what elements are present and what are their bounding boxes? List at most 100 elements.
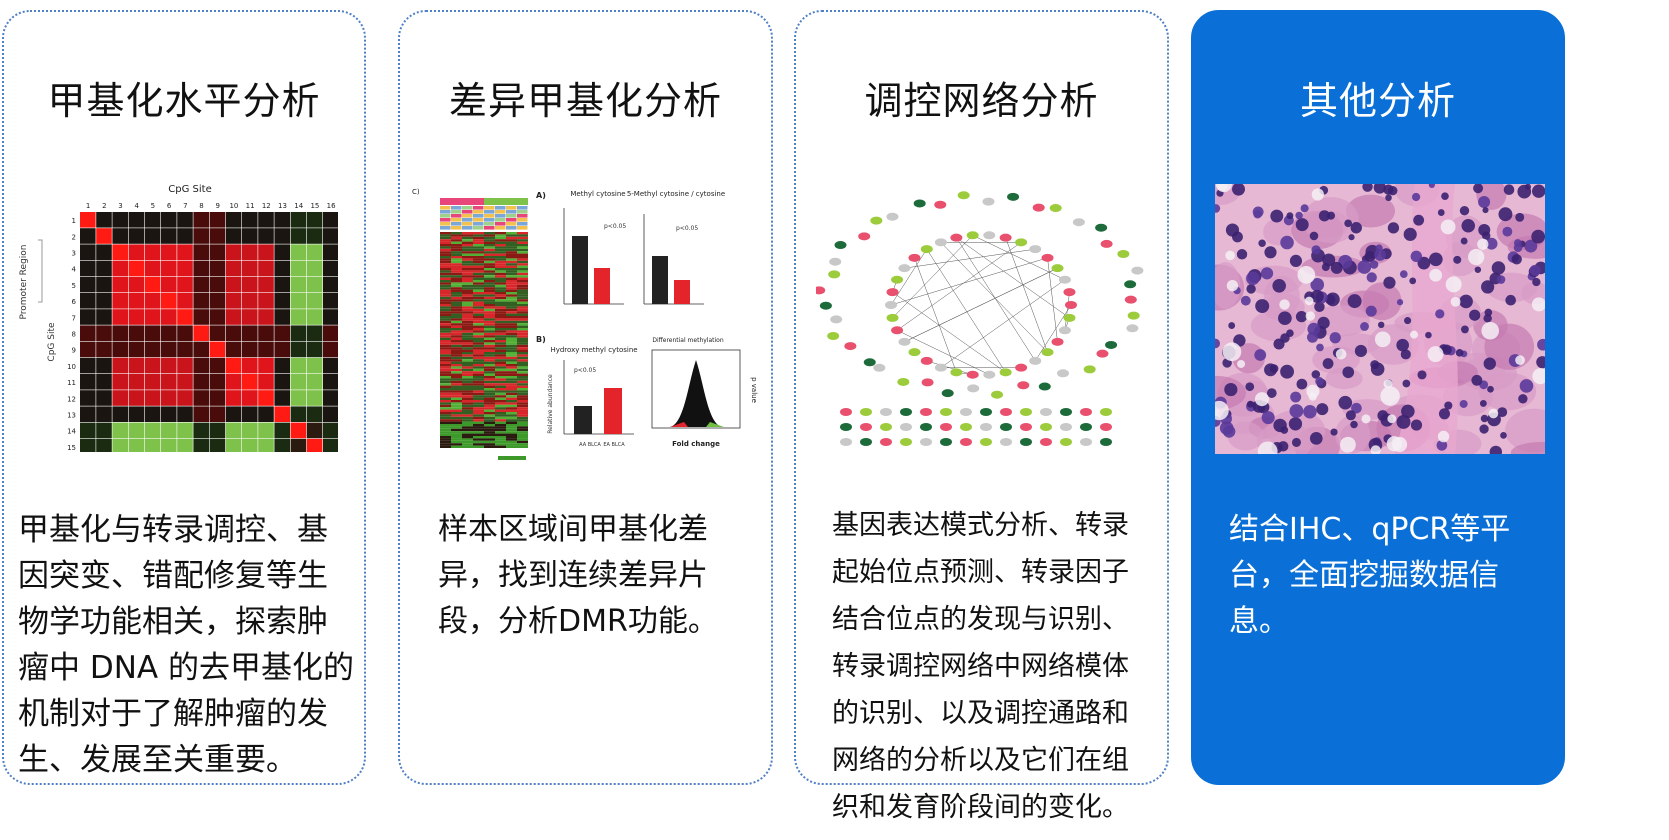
heatmap-cell xyxy=(177,422,193,439)
dm-heat-cell xyxy=(484,335,495,338)
card-description: 样本区域间甲基化差异，找到连续差异片段，分析DMR功能。 xyxy=(438,512,718,639)
dm-heat-cell xyxy=(484,419,495,422)
network-node xyxy=(960,423,972,431)
nucleus xyxy=(1280,333,1290,343)
dm-heat-cell xyxy=(451,352,462,355)
dm-heat-cell xyxy=(495,241,506,244)
heatmap-cell xyxy=(258,357,274,374)
dm-heat-cell xyxy=(473,378,484,381)
dm-heat-cell xyxy=(451,385,462,388)
dm-heat-cell xyxy=(440,409,451,412)
dm-heat-cell xyxy=(462,440,473,444)
dm-heat-cell xyxy=(462,292,473,295)
heatmap-cell xyxy=(128,228,145,244)
dm-annotation-cell xyxy=(451,214,462,218)
network-node xyxy=(1100,408,1112,416)
heatmap-cell xyxy=(112,260,128,277)
dm-heat-cell xyxy=(440,368,451,372)
dm-heat-cell xyxy=(462,311,473,314)
chart4-title: Differential methylation xyxy=(652,337,723,344)
nucleus xyxy=(1396,414,1411,429)
heatmap-cell xyxy=(193,228,209,244)
nucleus xyxy=(1261,411,1275,425)
dm-heat-cell xyxy=(517,440,528,444)
dm-heat-cell xyxy=(517,390,528,393)
dm-heat-cell xyxy=(495,311,506,314)
dm-heat-cell xyxy=(462,318,473,321)
heatmap-cell xyxy=(323,438,339,455)
dm-heat-cell xyxy=(440,414,451,417)
dm-heat-cell xyxy=(495,352,506,355)
dm-heat-cell xyxy=(462,404,473,408)
heatmap-cell xyxy=(290,390,307,406)
card-differential-methylation[interactable]: 差异甲基化分析 C) A) Methyl cytosine 5-Methyl c… xyxy=(398,10,773,785)
dm-heat-cell xyxy=(451,287,462,290)
heatmap-cell xyxy=(225,244,242,260)
heatmap-cell xyxy=(323,309,339,325)
dm-heat-cell xyxy=(462,361,473,364)
dm-heat-cell xyxy=(484,236,495,240)
heatmap-cell xyxy=(290,374,307,390)
network-node xyxy=(940,438,952,446)
dm-heat-cell xyxy=(484,306,495,309)
dm-heat-cell xyxy=(506,390,517,393)
dm-heat-cell xyxy=(473,330,484,333)
dm-heat-cell xyxy=(462,364,473,367)
nucleus xyxy=(1441,192,1449,201)
card-methylation-level[interactable]: 甲基化水平分析 CpG Site Promoter Region CpG Sit… xyxy=(2,10,366,785)
dm-heat-cell xyxy=(440,443,451,446)
nucleus xyxy=(1225,223,1240,237)
heatmap-row-label: 12 xyxy=(67,395,76,403)
dm-heat-cell xyxy=(473,397,484,400)
nucleus xyxy=(1383,276,1396,289)
heatmap-cell xyxy=(161,357,177,374)
dm-heat-cell xyxy=(473,440,484,444)
nucleus xyxy=(1482,207,1489,214)
dm-heat-cell xyxy=(451,428,462,432)
dm-heat-cell xyxy=(451,404,462,408)
dm-heat-cell xyxy=(495,371,506,374)
dm-heat-cell xyxy=(440,342,451,345)
heatmap-cell xyxy=(128,357,145,374)
dm-heat-cell xyxy=(451,246,462,249)
dm-heat-cell xyxy=(517,383,528,386)
dm-annotation-cell xyxy=(451,218,462,222)
heatmap-cell xyxy=(112,293,128,309)
dm-heat-cell xyxy=(440,330,451,333)
dm-annotation-cell xyxy=(495,206,506,210)
heatmap-cell xyxy=(323,341,339,358)
network-node xyxy=(880,408,892,416)
dm-heat-cell xyxy=(462,349,473,352)
dm-heat-cell xyxy=(484,304,495,307)
dm-heat-cell xyxy=(440,284,451,288)
dm-heat-cell xyxy=(495,294,506,297)
nucleus xyxy=(1438,408,1450,420)
dm-heat-cell xyxy=(495,328,506,331)
dm-heat-cell xyxy=(440,287,451,290)
dm-heat-cell xyxy=(451,253,462,256)
nucleus xyxy=(1264,246,1277,259)
dm-heat-cell xyxy=(451,289,462,292)
dm-heat-cell xyxy=(495,426,506,429)
dm-heat-cell xyxy=(451,330,462,333)
dm-heat-cell xyxy=(462,433,473,436)
dm-heat-cell xyxy=(462,366,473,369)
dm-heat-cell xyxy=(462,330,473,333)
dm-heat-cell xyxy=(451,390,462,393)
network-node xyxy=(898,337,911,346)
heatmap-cell xyxy=(96,390,112,406)
heatmap-cell xyxy=(161,260,177,277)
dm-heat-cell xyxy=(473,402,484,405)
chart1-title: Methyl cytosine xyxy=(570,190,625,198)
card-other-analysis[interactable]: 其他分析 结合IHC、qPCR等平台，全面挖掘数据信息。 xyxy=(1191,10,1565,785)
dm-heat-cell xyxy=(517,400,528,403)
card-regulatory-network[interactable]: 调控网络分析 基因表达模式分析、转录起始位点预测、转录因子结合位点的发现与识别、… xyxy=(794,10,1169,823)
dm-heat-cell xyxy=(451,332,462,336)
network-node xyxy=(1015,238,1028,247)
network-node xyxy=(885,301,897,309)
dm-heat-cell xyxy=(495,277,506,280)
dm-heat-cell xyxy=(440,376,451,379)
dm-heat-cell xyxy=(462,409,473,412)
dm-heat-cell xyxy=(517,436,528,439)
